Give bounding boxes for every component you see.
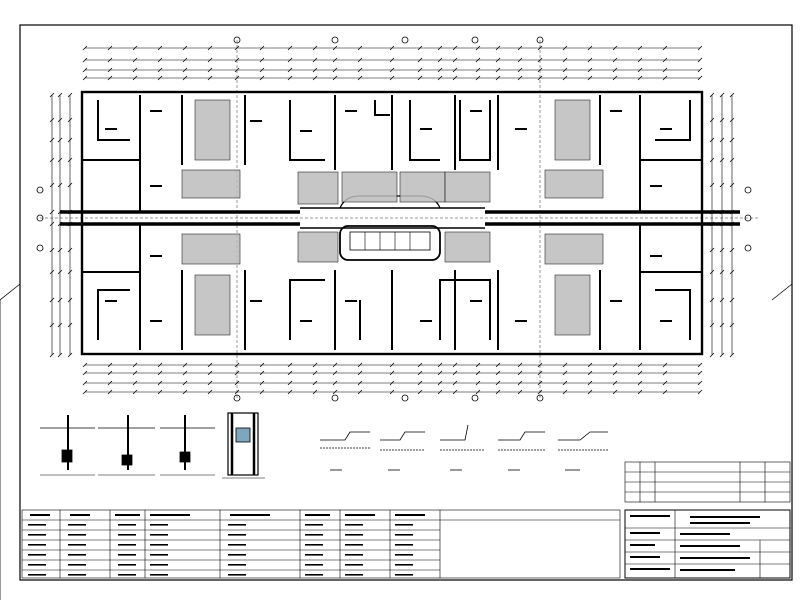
plan-annotations [105, 110, 672, 322]
title-block-text-lines [28, 514, 760, 576]
corridor-walls [60, 207, 740, 229]
dimension-lines-bottom [85, 364, 700, 393]
floor-detail-5 [558, 431, 608, 471]
sheet-frame [0, 24, 793, 600]
grid-axis-markers [36, 36, 752, 402]
partition-walls [82, 95, 702, 350]
floor-detail-3 [440, 424, 485, 471]
title-block [624, 461, 791, 579]
floor-plan [36, 36, 760, 402]
floor-detail-4 [498, 431, 545, 471]
notes-table [21, 509, 621, 579]
floor-detail-1 [320, 431, 370, 471]
detail-1 [40, 415, 95, 476]
floor-detail-2 [380, 431, 425, 471]
wall-details [40, 412, 265, 479]
dimension-ticks [49, 45, 735, 395]
detail-3 [160, 415, 215, 476]
floor-details [320, 424, 608, 471]
dimension-lines-top [85, 47, 700, 79]
detail-2 [98, 415, 155, 476]
detail-4-shaft [222, 412, 265, 479]
shaded-areas [181, 99, 604, 336]
grid-lines [40, 40, 760, 398]
